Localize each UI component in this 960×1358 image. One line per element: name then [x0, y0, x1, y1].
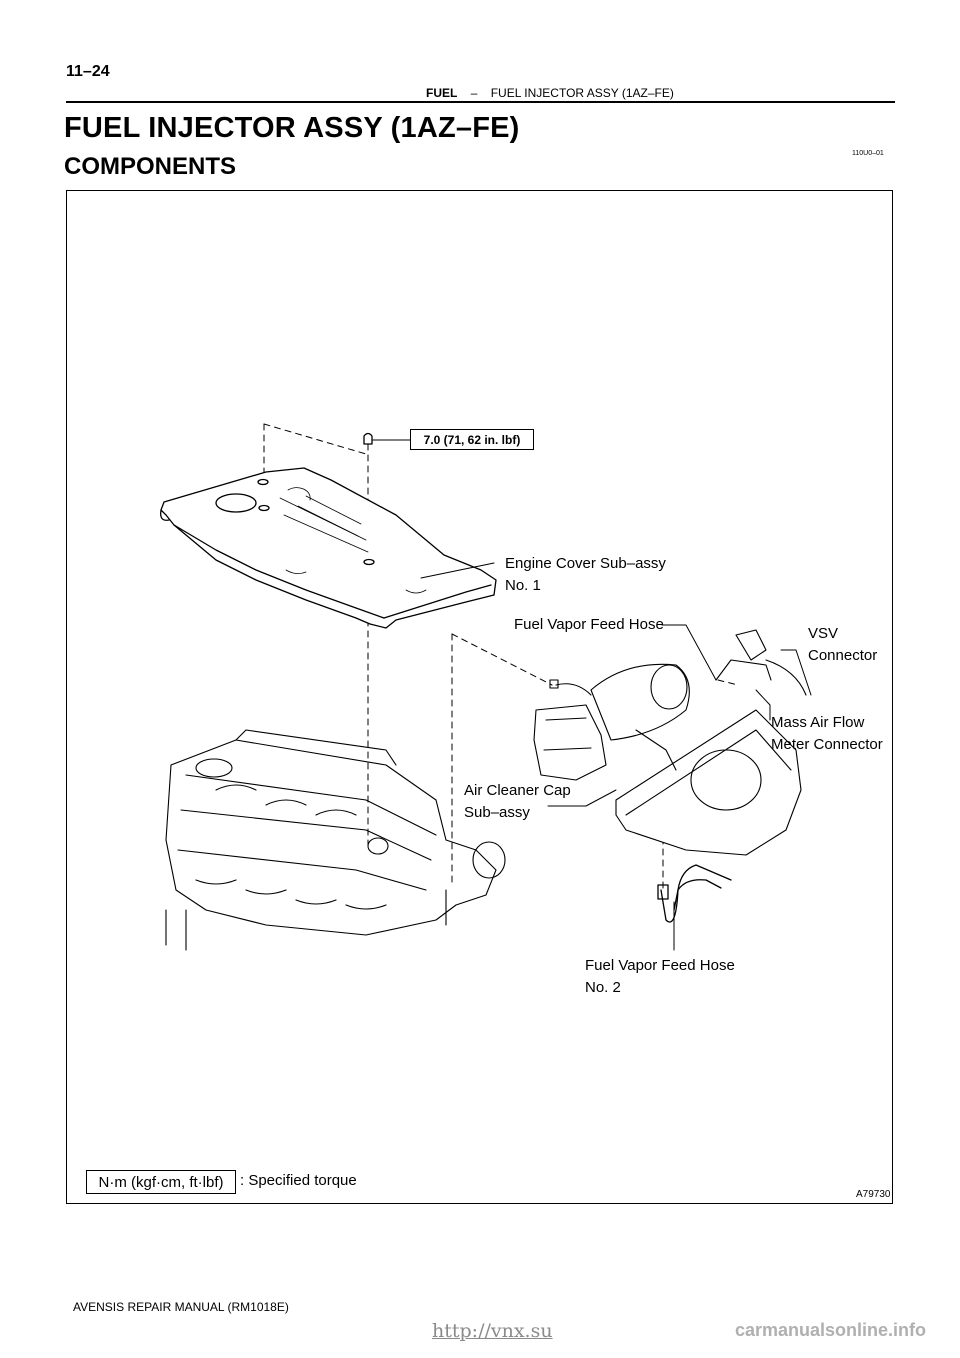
label-mass-air-flow-connector: Mass Air Flow Meter Connector — [771, 712, 883, 756]
header-section: FUEL — [426, 86, 458, 100]
label-fuel-vapor-feed-hose: Fuel Vapor Feed Hose — [514, 616, 664, 633]
label-vsv-line1: VSV — [808, 625, 839, 642]
air-cleaner-drawing — [533, 629, 807, 856]
bolt-icon — [363, 432, 411, 445]
document-code: 110U0–01 — [852, 150, 884, 157]
label-maf-line1: Mass Air Flow — [771, 714, 865, 731]
leader-lines — [420, 562, 812, 951]
components-diagram — [160, 423, 812, 951]
label-vsv-connector: VSV Connector — [808, 623, 877, 667]
header-topic: FUEL INJECTOR ASSY (1AZ–FE) — [490, 86, 674, 100]
label-maf-line2: Meter Connector — [771, 736, 883, 753]
page-title: FUEL INJECTOR ASSY (1AZ–FE) — [64, 112, 520, 144]
label-air-cleaner-line1: Air Cleaner Cap — [464, 782, 571, 799]
torque-legend-box: N·m (kgf·cm, ft·lbf) — [86, 1170, 236, 1194]
label-engine-cover-line2: No. 1 — [505, 577, 541, 594]
watermark-site: carmanualsonline.info — [735, 1320, 927, 1340]
page-number: 11–24 — [66, 63, 110, 80]
label-vsv-line2: Connector — [808, 647, 878, 664]
watermark-url-link[interactable]: http://vnx.su — [432, 1320, 553, 1342]
label-vapor-hose2-line2: No. 2 — [585, 979, 621, 996]
figure-code: A79730 — [856, 1189, 891, 1200]
label-fuel-vapor-feed-hose-2: Fuel Vapor Feed Hose No. 2 — [585, 955, 735, 999]
engine-block-drawing — [165, 729, 506, 951]
label-air-cleaner-line2: Sub–assy — [464, 804, 530, 821]
header-rule — [66, 101, 895, 103]
label-air-cleaner-cap: Air Cleaner Cap Sub–assy — [464, 780, 571, 824]
running-header: FUEL – FUEL INJECTOR ASSY (1AZ–FE) — [426, 86, 674, 100]
engine-cover-drawing — [160, 467, 497, 629]
torque-legend-text: : Specified torque — [240, 1172, 357, 1189]
label-engine-cover: Engine Cover Sub–assy No. 1 — [505, 553, 666, 597]
torque-spec-box: 7.0 (71, 62 in. lbf) — [410, 429, 534, 450]
figure-frame — [66, 190, 893, 1204]
label-vapor-hose2-line1: Fuel Vapor Feed Hose — [585, 957, 735, 974]
label-engine-cover-line1: Engine Cover Sub–assy — [505, 555, 666, 572]
page-footer: AVENSIS REPAIR MANUAL (RM1018E) — [73, 1300, 289, 1314]
vapor-hose-2-drawing — [657, 864, 732, 923]
header-separator: – — [470, 86, 478, 100]
section-heading: COMPONENTS — [64, 153, 237, 180]
